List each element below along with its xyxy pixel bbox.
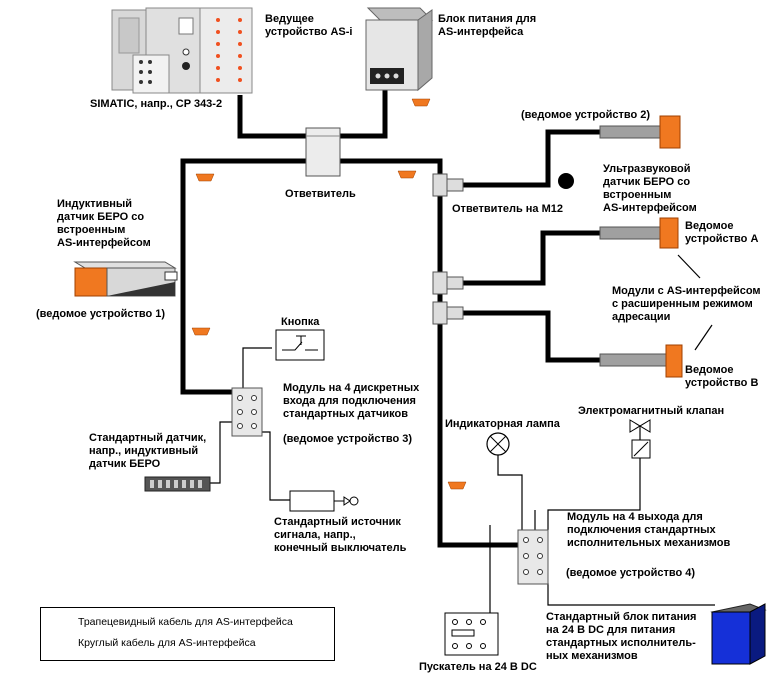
label-psu24: Стандартный блок питания на 24 В DC для … [546, 611, 697, 662]
label-splitter: Ответвитель [285, 188, 356, 200]
label-std-source: Стандартный источник сигнала, напр., кон… [274, 516, 407, 554]
slave-b-sensor [599, 344, 683, 378]
label-psu: Блок питания для AS-интерфейса [438, 13, 537, 38]
label-std-sensor: Стандартный датчик, напр., индуктивный д… [89, 432, 207, 470]
as-i-power-supply [365, 7, 434, 92]
label-slave-1: (ведомое устройство 1) [36, 308, 166, 320]
indicator-lamp [486, 432, 510, 456]
legend-round-cable: Круглый кабель для AS-интерфейса [78, 637, 256, 649]
coupler-slave-b [432, 301, 464, 325]
psu-24v-dc [710, 603, 767, 665]
push-button [275, 329, 325, 361]
as-i-cable-network [180, 90, 600, 548]
round-cable-icon [558, 173, 574, 189]
slave-2-sensor [599, 115, 681, 149]
label-extended: Модули с AS-интерфейсом с расширенным ре… [612, 285, 761, 323]
output-module-slave-4 [517, 529, 549, 585]
input-module-slave-3 [231, 387, 263, 437]
label-slave-4: (ведомое устройство 4) [566, 567, 696, 579]
label-inductive: Индуктивный датчик БЕРО со встроенным AS… [57, 198, 151, 249]
inductive-sensor-slave-1 [73, 261, 178, 297]
legend [40, 607, 335, 661]
coupler-slave-a [432, 271, 464, 295]
standard-sensor [144, 476, 211, 492]
simatic-plc [111, 7, 253, 94]
limit-switch [289, 490, 359, 512]
label-slave-b: Ведомое устройство B [685, 364, 759, 389]
flat-cable-markers [191, 98, 467, 490]
label-simatic: SIMATIC, напр., CP 343-2 [90, 98, 223, 110]
label-valve: Электромагнитный клапан [578, 405, 725, 417]
label-slave-a: Ведомое устройство A [685, 220, 759, 245]
slave-a-sensor [599, 217, 679, 249]
label-starter: Пускатель на 24 В DC [419, 661, 537, 673]
label-ultrasonic: Ультразвуковой датчик БЕРО со встроенным… [603, 163, 697, 214]
label-slave-3: (ведомое устройство 3) [283, 433, 413, 445]
starter-24v [444, 612, 499, 656]
label-m12: Ответвитель на M12 [452, 203, 563, 215]
main-splitter [305, 127, 341, 177]
label-input-module: Модуль на 4 дискретных входа для подключ… [283, 382, 420, 420]
label-slave-2: (ведомое устройство 2) [521, 109, 651, 121]
label-output-module: Модуль на 4 выхода для подключения станд… [567, 511, 731, 549]
label-indicator: Индикаторная лампа [445, 418, 560, 430]
label-master: Ведущее устройство AS-i [265, 13, 353, 38]
label-button: Кнопка [281, 316, 320, 328]
legend-flat-cable: Трапецевидный кабель для AS-интерфейса [78, 616, 293, 628]
m12-splitter [432, 173, 464, 197]
solenoid-valve [629, 419, 651, 459]
